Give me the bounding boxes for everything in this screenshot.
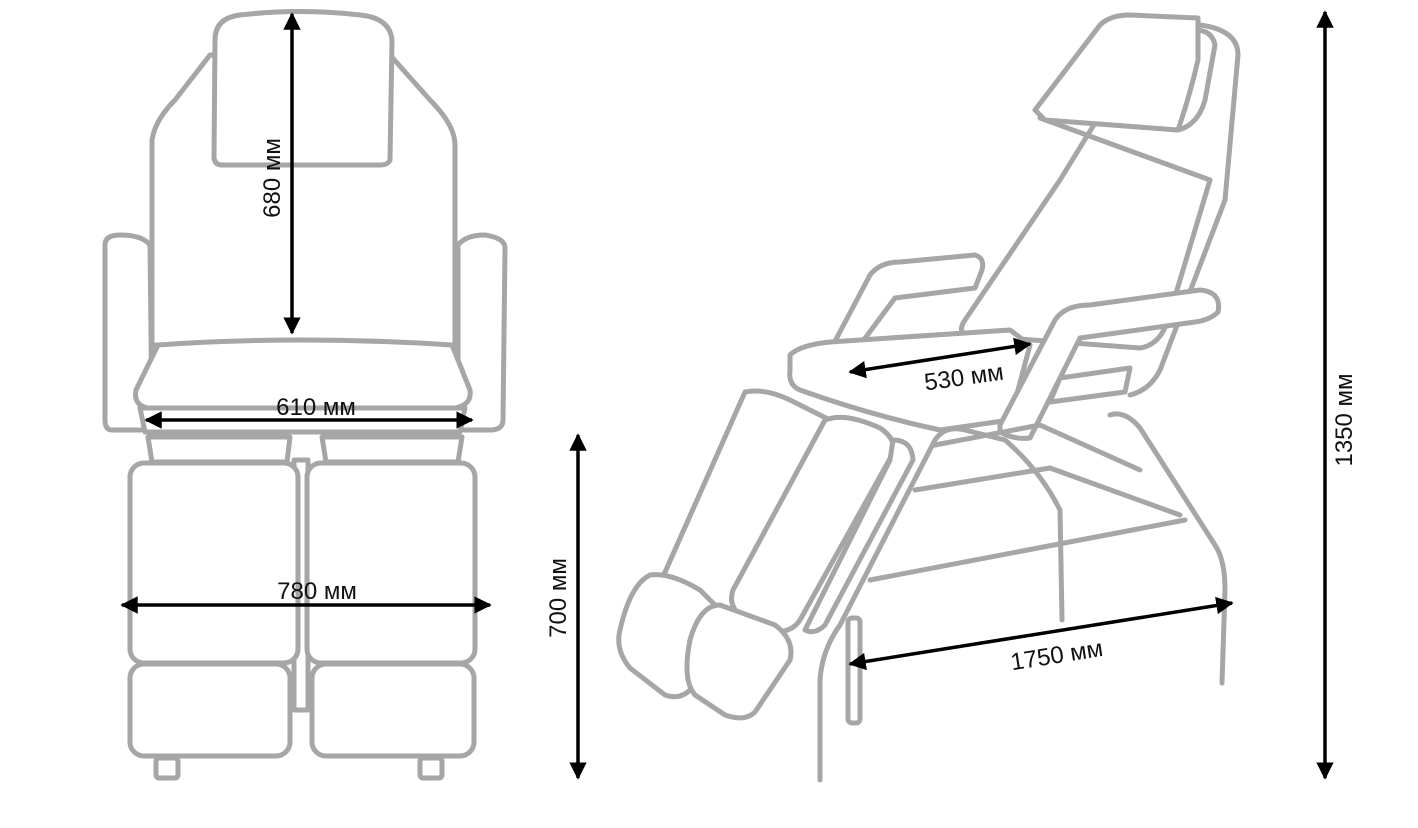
- side-view: [616, 12, 1241, 783]
- dim-label-backrest-height: 680 мм: [259, 138, 286, 218]
- side-frame-rear-leg: [1107, 411, 1228, 686]
- side-foot-pad-front: [684, 602, 794, 721]
- dim-line-seat-depth: [848, 337, 1032, 379]
- side-frame-crossbar-high: [932, 422, 1143, 473]
- side-armrest-far: [830, 252, 986, 348]
- dim-line-overall-length: [848, 596, 1234, 671]
- side-frame-crossbar-mid: [912, 465, 1183, 518]
- dim-label-overall-width: 780 мм: [277, 578, 357, 605]
- front-foot-left: [153, 755, 181, 781]
- front-foot-pad-right: [309, 661, 477, 759]
- side-frame-support: [845, 615, 863, 726]
- front-seat: [133, 337, 473, 411]
- dim-label-seat-width: 610 мм: [276, 394, 356, 421]
- dim-label-seat-height: 700 мм: [545, 558, 572, 638]
- front-foot-pad-left: [127, 661, 293, 759]
- side-frame-crossbar-low: [867, 517, 1188, 583]
- side-leg-pad-front: [729, 414, 896, 634]
- front-leg-link-left: [145, 434, 293, 465]
- side-frame-front-leg: [817, 426, 1065, 783]
- dim-label-overall-length: 1750 мм: [1009, 635, 1105, 676]
- front-leg-link-right: [319, 434, 465, 465]
- front-dimensions: 680 мм 610 мм 780 мм 700 мм: [120, 12, 587, 780]
- side-headrest: [1032, 12, 1201, 133]
- front-leg-pad-left: [127, 460, 301, 666]
- side-armrest-near: [997, 287, 1222, 441]
- side-back-frame: [1127, 22, 1241, 398]
- side-seat-panel: [1047, 365, 1133, 405]
- dim-label-overall-height: 1350 мм: [1331, 373, 1358, 466]
- front-leg-pad-right: [304, 460, 478, 666]
- side-leg-pad-frame: [802, 437, 916, 635]
- front-foot-right: [417, 755, 445, 781]
- front-headrest: [211, 9, 395, 168]
